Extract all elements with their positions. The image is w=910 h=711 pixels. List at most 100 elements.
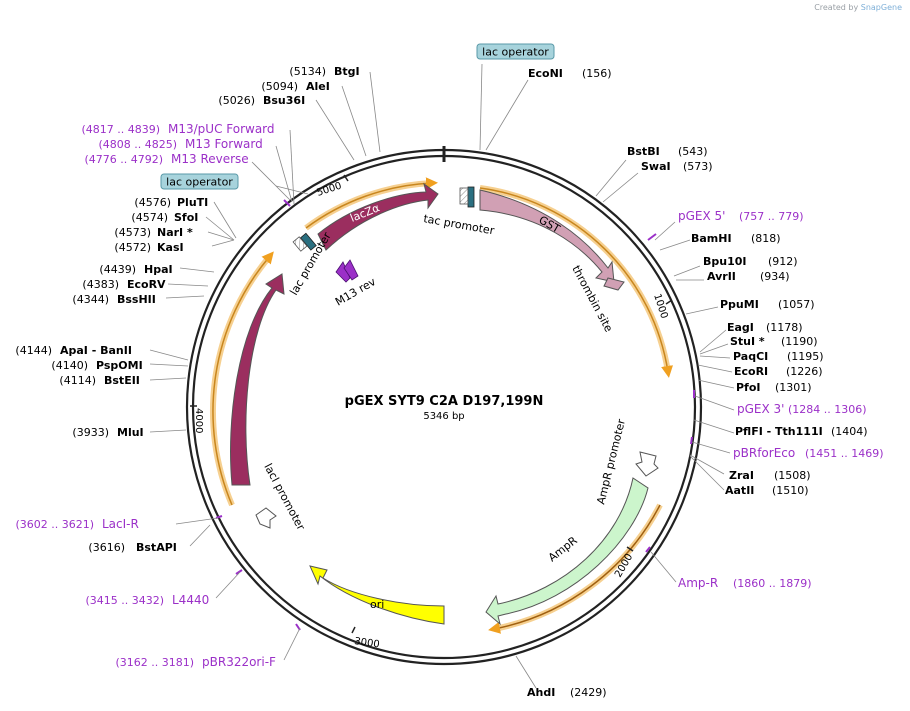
primer-mark-m13 xyxy=(283,199,291,207)
site-pfoi-name: PfoI xyxy=(736,381,761,394)
site-avrii-name: AvrII xyxy=(707,270,736,283)
site-bpu10i-pos: (912) xyxy=(768,255,798,268)
site-econi-name: EcoNI xyxy=(528,67,563,80)
primer-laci-r-range: (3602 .. 3621) xyxy=(15,518,94,531)
plasmid-size: 5346 bp xyxy=(423,411,464,422)
lac-operator-label-left-box xyxy=(160,173,239,190)
primer-l4440-name: L4440 xyxy=(172,593,209,607)
tick-label-4000: 4000 xyxy=(193,408,204,433)
site-pfoi-pos: (1301) xyxy=(775,381,812,394)
feature-label-laci: lacI xyxy=(222,380,236,400)
ori-feature xyxy=(309,565,445,625)
site-ecori-name: EcoRI xyxy=(734,365,768,378)
site-aatii-pos: (1510) xyxy=(772,484,809,497)
site-sfoi-pos: (4574) xyxy=(131,211,168,224)
site-mlui-name: MluI xyxy=(117,426,144,439)
site-pflfi-pos: (1404) xyxy=(831,425,868,438)
site-bamhi-pos: (818) xyxy=(751,232,781,245)
site-bstapi-name: BstAPI xyxy=(136,541,177,554)
site-kasi-pos: (4572) xyxy=(114,241,151,254)
tick-3000 xyxy=(351,626,356,634)
site-econi-pos: (156) xyxy=(582,67,612,80)
primer-mark-ampr xyxy=(645,546,651,553)
site-zrai-name: ZraI xyxy=(729,469,754,482)
feature-label-m13rev: M13 rev xyxy=(333,275,378,309)
primer-ampr-range: (1860 .. 1879) xyxy=(733,577,812,590)
site-bamhi-name: BamHI xyxy=(691,232,732,245)
site-pspomi-pos: (4140) xyxy=(51,359,88,372)
tick-5000 xyxy=(343,174,349,182)
site-bsu36i-name: Bsu36I xyxy=(263,94,305,107)
orf-gst-halo xyxy=(479,185,671,373)
site-ahdi-name: AhdI xyxy=(527,686,555,699)
site-bsteii-name: BstEII xyxy=(104,374,140,387)
site-bstbi-pos: (543) xyxy=(678,145,708,158)
site-nari-name: NarI * xyxy=(157,226,193,239)
m13rev-mark-1 xyxy=(335,261,351,283)
feature-label-tac-promoter: tac promoter xyxy=(422,212,495,237)
primer-m13puc-forward-range: (4817 .. 4839) xyxy=(81,123,160,136)
site-ecori-pos: (1226) xyxy=(786,365,823,378)
m13rev-mark-2 xyxy=(343,259,359,281)
primer-pgex5-name: pGEX 5' xyxy=(678,209,725,223)
primer-m13-reverse-range: (4776 .. 4792) xyxy=(84,153,163,166)
site-bsshii-name: BssHII xyxy=(117,293,156,306)
plasmid-name: pGEX SYT9 C2A D197,199N xyxy=(345,394,544,409)
site-ecorv-name: EcoRV xyxy=(127,278,166,291)
lac-operator-left-feature xyxy=(299,232,317,251)
site-swai-name: SwaI xyxy=(641,160,671,173)
site-aatii-name: AatII xyxy=(725,484,754,497)
site-apai-name: ApaI - BanII xyxy=(60,344,132,357)
gst-feature xyxy=(479,189,615,283)
site-kasi-name: KasI xyxy=(157,241,184,254)
site-bsteii-pos: (4114) xyxy=(59,374,96,387)
site-pflfi-name: PflFI - Tth111I xyxy=(735,425,823,438)
site-ecorv-pos: (4383) xyxy=(82,278,119,291)
site-sfoi-name: SfoI xyxy=(174,211,198,224)
site-bstbi-name: BstBI xyxy=(627,145,660,158)
site-alei-pos: (5094) xyxy=(261,80,298,93)
primer-pbr322ori-name: pBR322ori-F xyxy=(202,655,276,669)
lac-operator-label-left: lac operator xyxy=(166,176,233,189)
primer-m13-forward-name: M13 Forward xyxy=(185,137,263,151)
site-bsshii-pos: (4344) xyxy=(72,293,109,306)
site-pluti-pos: (4576) xyxy=(134,196,171,209)
primer-mark-laci-r xyxy=(215,515,223,519)
site-hpai-pos: (4439) xyxy=(99,263,136,276)
site-pluti-name: PluTI xyxy=(177,196,208,209)
tick-2000 xyxy=(626,546,634,552)
primer-mark-l4440 xyxy=(235,569,243,575)
site-avrii-pos: (934) xyxy=(760,270,790,283)
primer-laci-r-name: LacI-R xyxy=(102,517,139,531)
ampr-promoter-feature xyxy=(635,451,659,477)
site-eagi-pos: (1178) xyxy=(766,321,803,334)
site-paqci-pos: (1195) xyxy=(787,350,824,363)
site-ppumi-pos: (1057) xyxy=(778,298,815,311)
snapgene-credit: Created by SnapGene xyxy=(814,3,902,12)
site-bstapi-pos: (3616) xyxy=(88,541,125,554)
lac-operator-top-feature xyxy=(467,186,475,208)
feature-label-ampr-promoter: AmpR promoter xyxy=(594,417,628,505)
laci-feature xyxy=(230,273,285,486)
primer-l4440-range: (3415 .. 3432) xyxy=(85,594,164,607)
primer-pgex3-range: (1284 .. 1306) xyxy=(788,403,867,416)
tac-promoter-feature xyxy=(459,187,469,205)
ampr-feature xyxy=(485,477,649,626)
tick-label-3000: 3000 xyxy=(354,636,381,650)
site-paqci-name: PaqCI xyxy=(733,350,768,363)
site-nari-pos: (4573) xyxy=(114,226,151,239)
credit-prefix: Created by xyxy=(814,3,859,12)
credit-brand: SnapGene xyxy=(860,3,902,12)
site-hpai-name: HpaI xyxy=(144,263,173,276)
primer-pbrforeco-name: pBRforEco xyxy=(733,446,795,460)
primer-mark-pgex5 xyxy=(647,233,657,241)
site-apai-pos: (4144) xyxy=(15,344,52,357)
primer-pbr322ori-range: (3162 .. 3181) xyxy=(115,656,194,669)
leader-lines xyxy=(149,63,735,689)
site-ahdi-pos: (2429) xyxy=(570,686,607,699)
site-mlui-pos: (3933) xyxy=(72,426,109,439)
primer-pgex3-name: pGEX 3' xyxy=(737,402,784,416)
site-bpu10i-name: Bpu10I xyxy=(703,255,747,268)
orf-laci-arrow xyxy=(212,251,274,506)
site-alei-name: AleI xyxy=(306,80,330,93)
